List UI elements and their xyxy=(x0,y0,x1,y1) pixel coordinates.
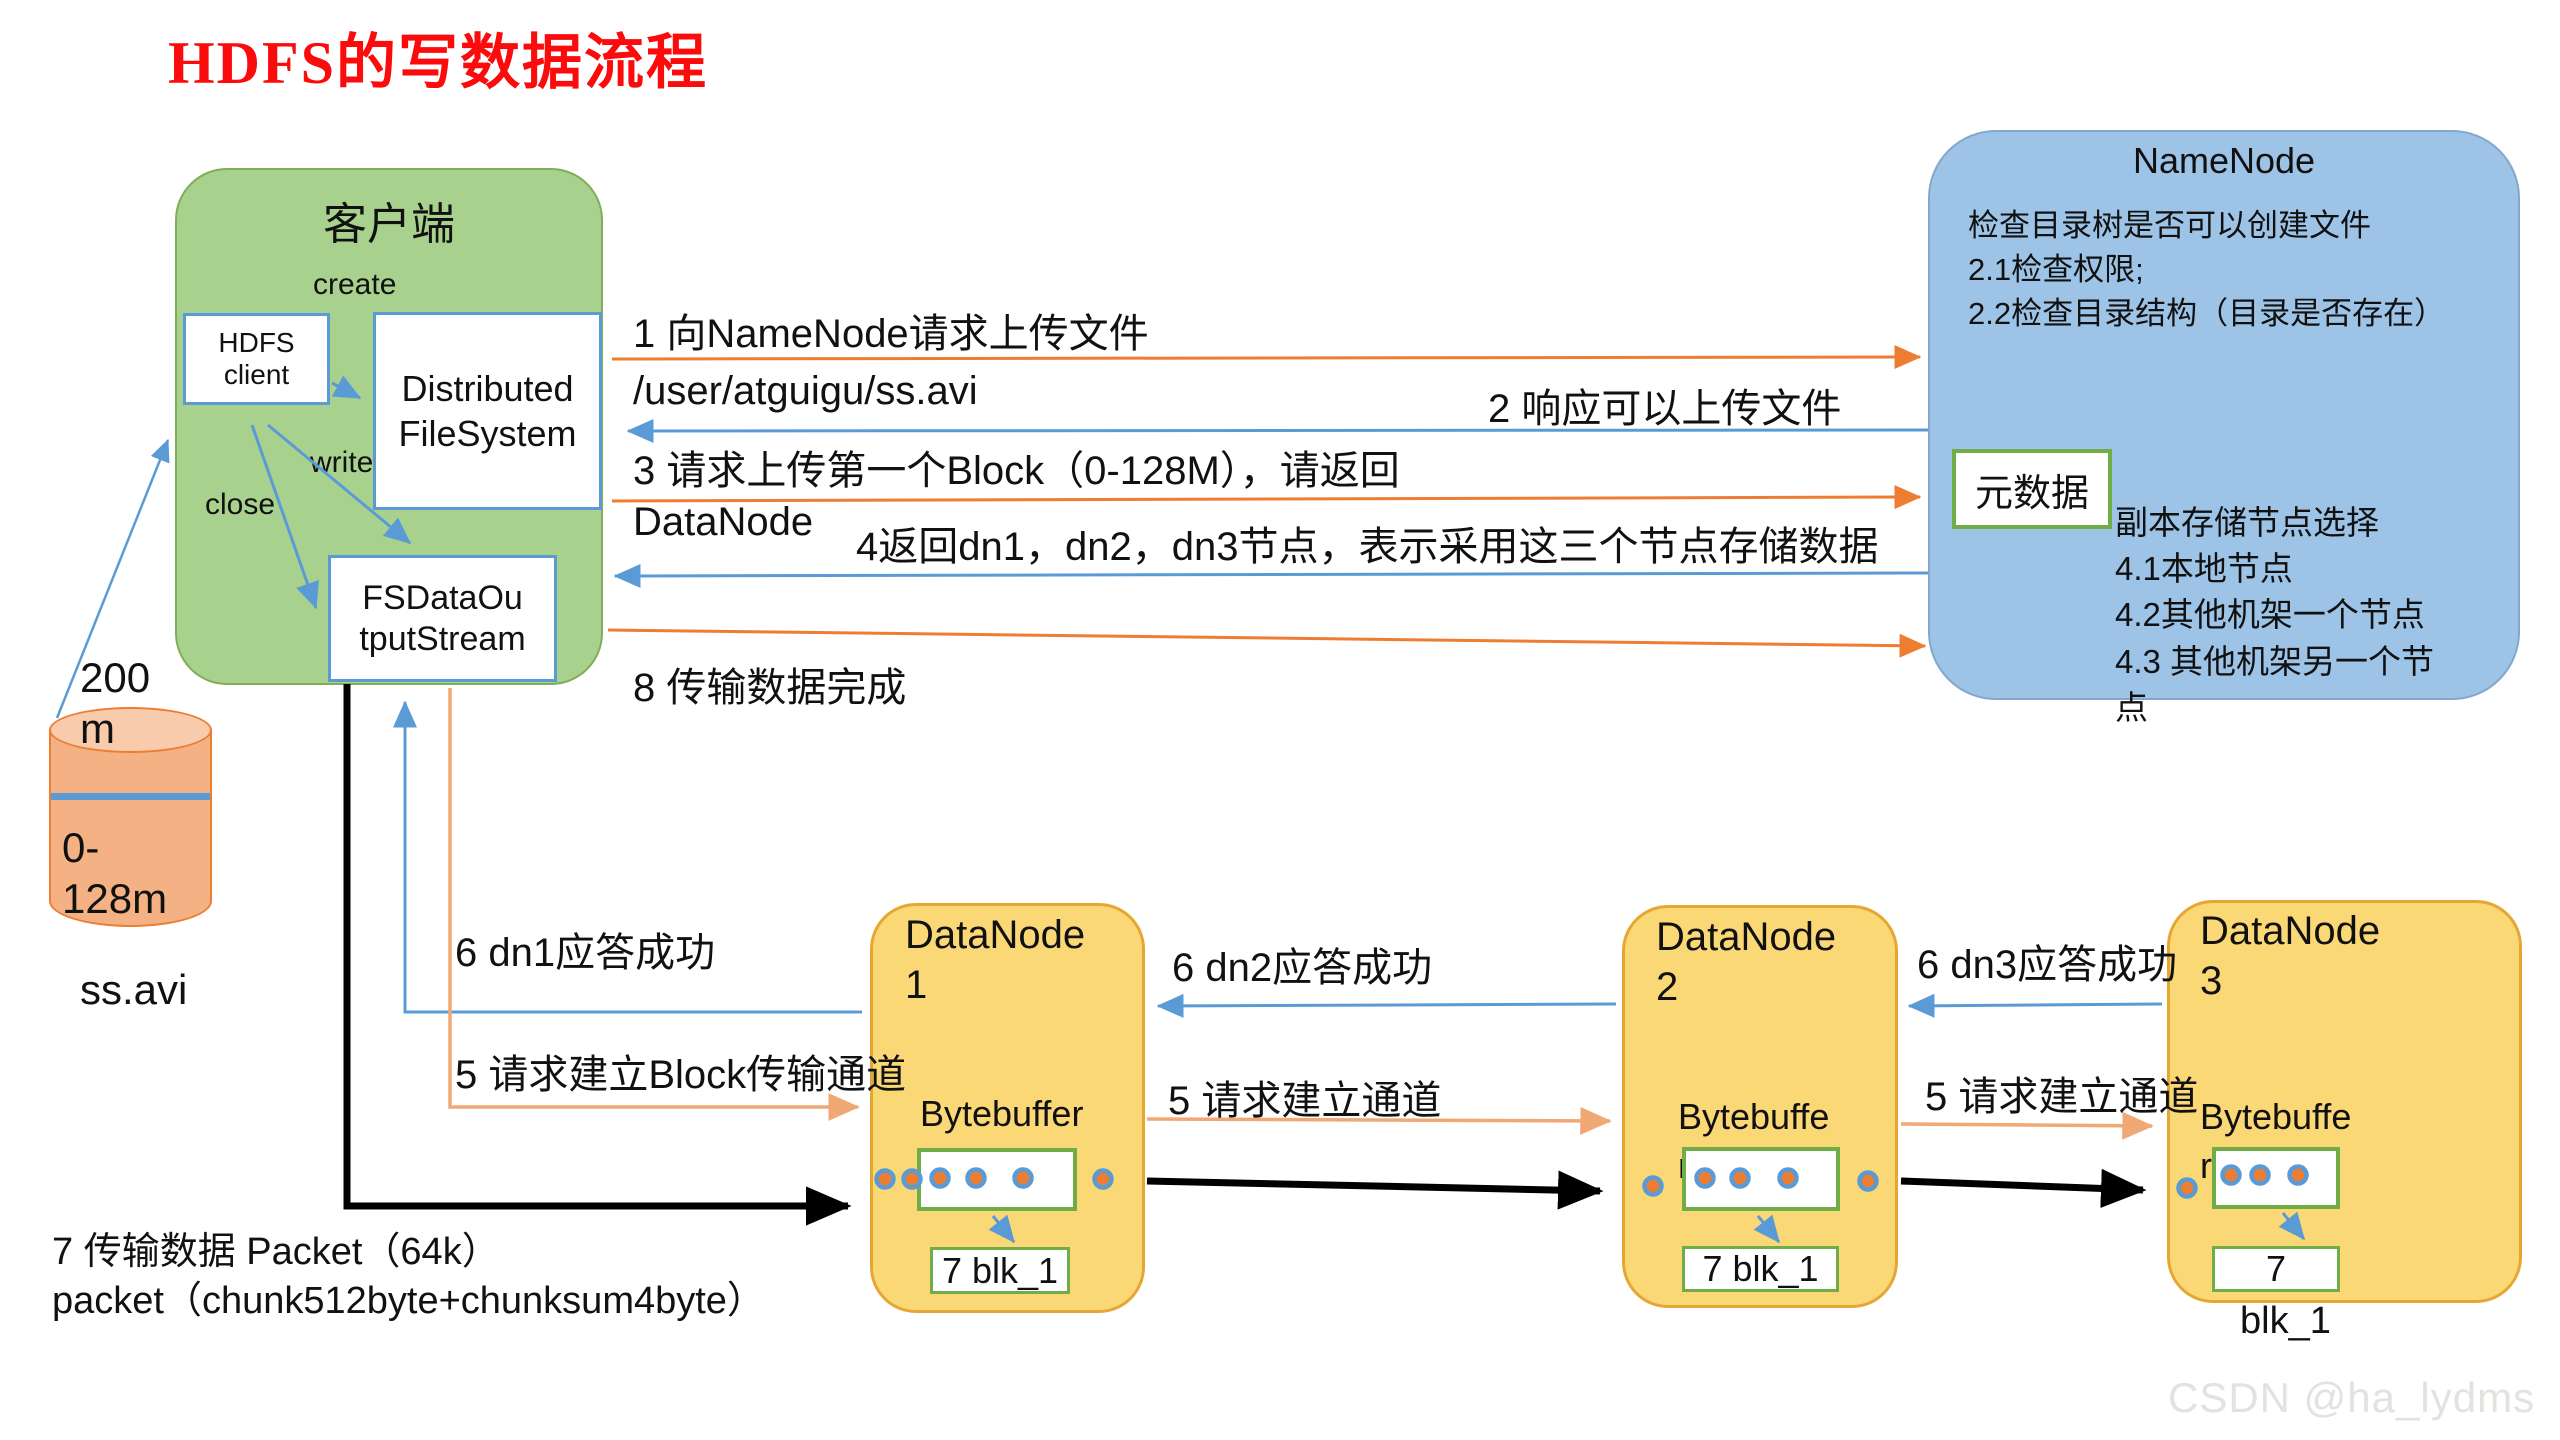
close-label: close xyxy=(205,488,276,521)
datanode1-buffer-box xyxy=(917,1148,1077,1211)
step5-dn2-label: 5 请求建立通道 xyxy=(1168,1079,1442,1123)
client-title: 客户端 xyxy=(323,200,455,249)
step3-label: 3 请求上传第一个Block（0-128M），请返回 xyxy=(633,449,1400,493)
file-name-label: ss.avi xyxy=(80,966,188,1013)
file-cylinder xyxy=(49,729,212,927)
packet-dn2-dn3-arrow xyxy=(1900,1168,2147,1209)
watermark: CSDN @ha_lydms xyxy=(2168,1374,2536,1421)
page-title: HDFS的写数据流程 xyxy=(168,30,709,96)
namenode-replica-line: 4.3 其他机架另一个节点 xyxy=(2115,642,2435,726)
step6-dn3-label: 6 dn3应答成功 xyxy=(1917,943,2178,987)
step7-line2: packet（chunk512byte+chunksum4byte） xyxy=(52,1280,765,1323)
step4-label: 4返回dn1，dn2，dn3节点，表示采用这三个节点存储数据 xyxy=(856,525,1879,569)
fsdataoutputstream-box: FSDataOutputStream xyxy=(328,555,557,682)
create-label: create xyxy=(313,268,397,301)
file-block-range-label: 0-128m xyxy=(62,824,168,923)
distributed-filesystem-box: Distributed FileSystem xyxy=(373,312,602,510)
step2-label: 2 响应可以上传文件 xyxy=(1488,387,1842,431)
hdfs-client-box: HDFS client xyxy=(183,313,330,405)
write-label: write xyxy=(310,446,374,479)
datanode1-block-box: 7 blk_1 xyxy=(930,1247,1070,1294)
step1-text: 1 向NameNode请求上传文件 xyxy=(633,312,1149,356)
step1-label: 1 向NameNode请求上传文件 /user/atguigu/ss.avi xyxy=(633,306,1149,420)
step7-line1: 7 传输数据 Packet（64k） xyxy=(52,1231,500,1273)
namenode-replica-line: 4.2其他机架一个节点 xyxy=(2115,596,2425,634)
metadata-box: 元数据 xyxy=(1952,449,2112,529)
datanode1-container xyxy=(870,903,1145,1313)
datanode3-block-box: 7 xyxy=(2212,1246,2340,1292)
datanode3-block-caption: blk_1 xyxy=(2240,1300,2331,1342)
namenode-replica-line: 副本存储节点选择 xyxy=(2115,504,2379,541)
file-size-label: 200 m xyxy=(80,654,151,753)
step5-block-label: 5 请求建立Block传输通道 xyxy=(455,1053,907,1097)
step4-arrow xyxy=(613,563,1929,588)
datanode1-bytebuffer-label: Bytebuffer xyxy=(920,1093,1084,1134)
step6-dn3-arrow xyxy=(1907,993,2163,1018)
step5-dn3-arrow xyxy=(1900,1111,2154,1140)
namenode-check-line: 2.2检查目录结构（目录是否存在） xyxy=(1968,296,2446,332)
datanode1-title: DataNode 1 xyxy=(905,913,1086,1007)
datanode3-title: DataNode 3 xyxy=(2200,909,2381,1003)
step6-dn2-label: 6 dn2应答成功 xyxy=(1172,946,1433,990)
namenode-check-list: 检查目录树是否可以创建文件 2.1检查权限; 2.2检查目录结构（目录是否存在） xyxy=(1968,204,2513,336)
datanode2-block-box: 7 blk_1 xyxy=(1682,1246,1839,1292)
datanode2-buffer-box xyxy=(1682,1147,1840,1211)
namenode-replica-line: 4.1本地节点 xyxy=(2115,550,2293,588)
packet-dn1-dn2-arrow xyxy=(1146,1170,1604,1210)
namenode-replica-list: 副本存储节点选择 4.1本地节点 4.2其他机架一个节点 4.3 其他机架另一个… xyxy=(2115,500,2445,731)
file-cylinder-divider xyxy=(51,793,210,800)
datanode3-bytebuffer-label: Bytebuffer xyxy=(2200,1096,2352,1186)
namenode-check-line: 检查目录树是否可以创建文件 xyxy=(1968,208,2371,243)
step8-arrow xyxy=(607,628,1927,658)
step7-label: 7 传输数据 Packet（64k） packet（chunk512byte+c… xyxy=(52,1228,765,1327)
step6-dn2-arrow xyxy=(1156,993,1617,1018)
namenode-container xyxy=(1928,130,2520,700)
step8-label: 8 传输数据完成 xyxy=(633,666,907,710)
datanode2-title: DataNode 2 xyxy=(1656,915,1837,1009)
step1-path: /user/atguigu/ss.avi xyxy=(633,368,978,413)
step5-dn3-label: 5 请求建立通道 xyxy=(1925,1075,2199,1119)
step6-dn1-label: 6 dn1应答成功 xyxy=(455,931,716,975)
namenode-title: NameNode xyxy=(2132,140,2316,181)
datanode3-buffer-box xyxy=(2212,1147,2340,1209)
namenode-check-line: 2.1检查权限; xyxy=(1968,252,2144,288)
datanode3-container xyxy=(2167,900,2522,1303)
step3-cont-label: DataNode xyxy=(633,500,814,544)
